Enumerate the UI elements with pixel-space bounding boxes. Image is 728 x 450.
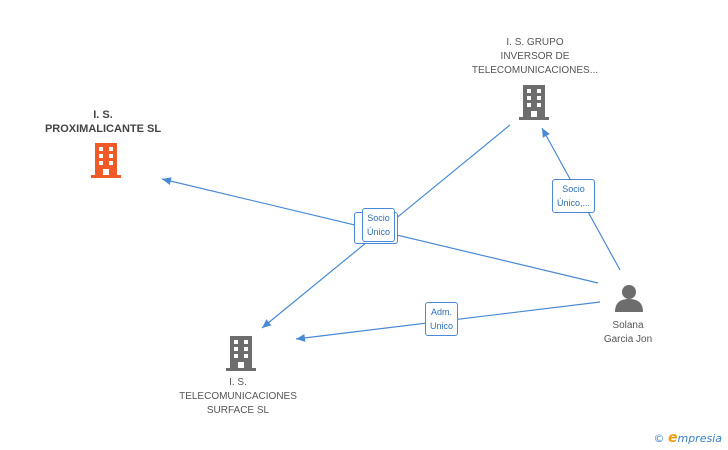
node-label-proximalicante[interactable]: I. S. PROXIMALICANTE SL xyxy=(44,109,162,135)
building-icon[interactable] xyxy=(226,336,256,371)
edge-label-adm-unico[interactable]: Adm. Unico xyxy=(425,302,459,336)
node-label-grupo[interactable]: I. S. GRUPO INVERSOR DE TELECOMUNICACION… xyxy=(471,37,599,76)
edge-label-socio-unico-grupo[interactable]: Socio Único,... xyxy=(552,179,596,213)
empresia-watermark: © empresia xyxy=(653,430,722,446)
person-icon[interactable] xyxy=(615,285,643,312)
node-label-person[interactable]: Solana Garcia Jon xyxy=(603,320,653,345)
building-icon[interactable] xyxy=(519,85,549,120)
empresia-logo-initial: e xyxy=(667,430,678,446)
edge-label-socio-unico[interactable]: Socio Único xyxy=(362,208,396,242)
empresia-brand: mpresia xyxy=(677,432,722,445)
copyright-symbol: © xyxy=(653,432,665,445)
building-icon[interactable] xyxy=(91,143,121,178)
node-label-surface[interactable]: I. S. TELECOMUNICACIONES SURFACE SL xyxy=(179,377,297,416)
